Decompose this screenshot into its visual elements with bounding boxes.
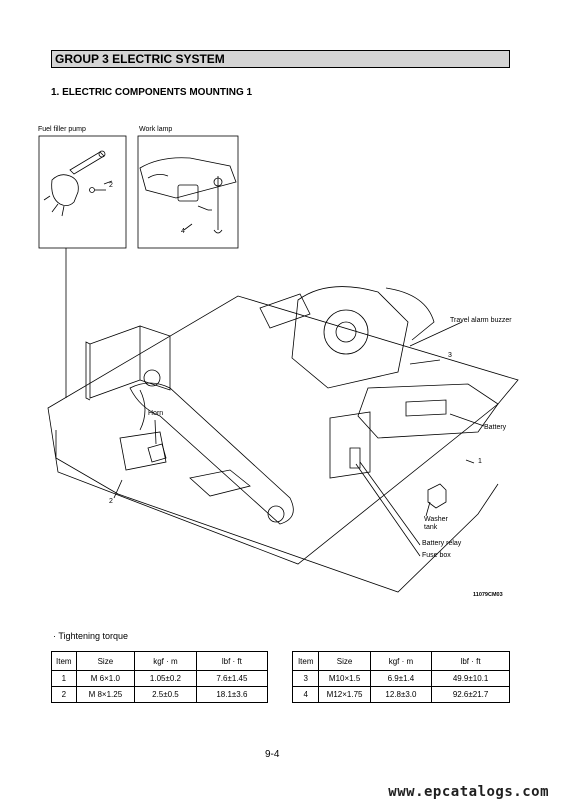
cell-size: M 6×1.0 [75, 670, 136, 687]
label-washer-tank-line2: tank [424, 524, 438, 531]
header-lbf: lbf · ft [431, 651, 510, 671]
cell-lbf: 49.9±10.1 [431, 670, 510, 687]
machine-drawing [38, 135, 519, 593]
section-title: 1. ELECTRIC COMPONENTS MOUNTING 1 [51, 87, 253, 98]
torque-table-right: Item Size kgf · m lbf · ft 3 M10×1.5 6.9… [291, 651, 510, 703]
cell-lbf: 18.1±3.6 [195, 686, 269, 703]
header-lbf: lbf · ft [195, 651, 269, 671]
cell-lbf: 7.6±1.45 [195, 670, 269, 687]
table-row: 4 M12×1.75 12.8±3.0 92.6±21.7 [291, 686, 510, 703]
cell-size: M10×1.5 [318, 670, 371, 687]
drawing-code: 11079CM03 [473, 592, 503, 598]
header-item: Item [51, 651, 77, 671]
label-battery: Battery [484, 424, 507, 431]
cell-kgf: 2.5±0.5 [134, 686, 197, 703]
callout-2-inset: 2 [109, 182, 113, 189]
table-header-row: Item Size kgf · m lbf · ft [51, 651, 269, 671]
header-size: Size [318, 651, 371, 671]
table-row: 1 M 6×1.0 1.05±0.2 7.6±1.45 [51, 670, 269, 687]
table-row: 2 M 8×1.25 2.5±0.5 18.1±3.6 [51, 686, 269, 703]
header-item: Item [291, 651, 320, 671]
label-fuel-filler-pump: Fuel filler pump [38, 126, 86, 133]
callout-4: 4 [181, 228, 185, 235]
callout-2-main: 2 [109, 498, 113, 505]
table-row: 3 M10×1.5 6.9±1.4 49.9±10.1 [291, 670, 510, 687]
label-travel-alarm-buzzer: Travel alarm buzzer [450, 317, 512, 324]
label-washer-tank-line1: Washer [424, 516, 448, 523]
cell-item: 3 [291, 670, 320, 687]
cell-kgf: 6.9±1.4 [369, 670, 433, 687]
cell-item: 4 [291, 686, 320, 703]
cell-size: M12×1.75 [318, 686, 371, 703]
group-header: GROUP 3 ELECTRIC SYSTEM [51, 50, 510, 68]
cell-kgf: 12.8±3.0 [369, 686, 433, 703]
tightening-torque-title: · Tightening torque [53, 631, 129, 641]
header-kgf: kgf · m [134, 651, 197, 671]
label-washer-tank: Washer tank [424, 516, 448, 532]
callout-3: 3 [448, 352, 452, 359]
table-header-row: Item Size kgf · m lbf · ft [291, 651, 510, 671]
label-horn: Horn [148, 410, 164, 417]
cell-item: 1 [51, 670, 77, 687]
cell-item: 2 [51, 686, 77, 703]
cell-size: M 8×1.25 [75, 686, 136, 703]
label-work-lamp: Work lamp [139, 126, 173, 133]
header-kgf: kgf · m [369, 651, 433, 671]
page-number: 9-4 [265, 749, 280, 760]
label-fuse-box: Fuse box [422, 552, 451, 559]
header-size: Size [75, 651, 136, 671]
cell-lbf: 92.6±21.7 [431, 686, 510, 703]
cell-kgf: 1.05±0.2 [134, 670, 197, 687]
torque-table-left: Item Size kgf · m lbf · ft 1 M 6×1.0 1.0… [51, 651, 269, 703]
callout-1: 1 [478, 458, 482, 465]
label-battery-relay: Battery relay [422, 540, 462, 547]
watermark: www.epcatalogs.com [388, 784, 549, 800]
electric-components-figure: Fuel filler pump Work lamp 2 4 Travel al… [30, 118, 525, 606]
